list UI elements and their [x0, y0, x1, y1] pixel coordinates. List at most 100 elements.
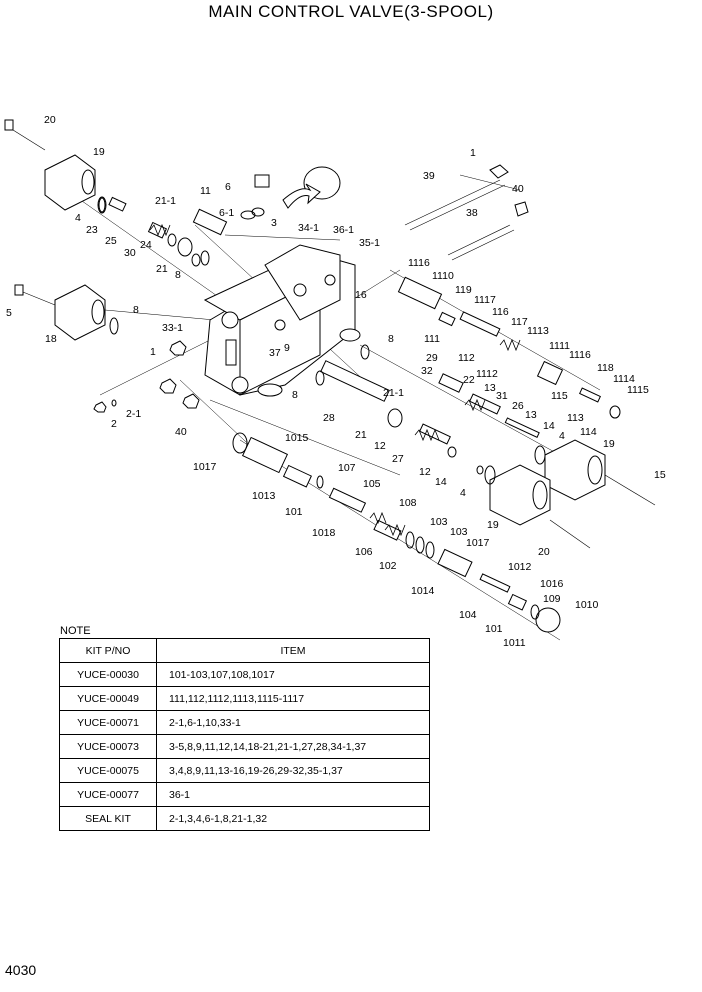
callout: 101	[285, 506, 303, 518]
callout: 6	[225, 181, 231, 193]
callout: 14	[435, 476, 447, 488]
items-cell: 3,4,8,9,11,13-16,19-26,29-32,35-1,37	[156, 758, 430, 783]
items-cell: 36-1	[156, 782, 430, 807]
callout: 1017	[193, 461, 217, 473]
callout: 1114	[613, 373, 635, 385]
callout: 1113	[527, 325, 549, 337]
callout: 31	[496, 390, 508, 402]
callout: 37	[269, 347, 281, 359]
callout: 18	[45, 333, 57, 345]
callout: 25	[105, 235, 117, 247]
callout: 20	[538, 546, 550, 558]
callout: 30	[124, 247, 136, 259]
cap-right-upper	[544, 439, 656, 506]
callout: 114	[580, 426, 597, 438]
callout: 113	[567, 412, 584, 424]
callout: 8	[175, 269, 181, 281]
callout: 1012	[508, 561, 532, 573]
spool-parts	[98, 174, 621, 633]
callout: 1018	[312, 527, 336, 539]
kit-table: KIT P/NO ITEM YUCE-00030 101-103,107,108…	[59, 638, 430, 831]
callout: 35-1	[359, 237, 380, 249]
callout: 21-1	[383, 387, 404, 399]
cap-upper-left	[4, 119, 96, 211]
valve-body	[203, 244, 361, 397]
callout: 1014	[411, 585, 435, 597]
table-row: YUCE-00075 3,4,8,9,11,13-16,19-26,29-32,…	[59, 758, 430, 783]
kit-cell: YUCE-00049	[59, 686, 157, 711]
callout: 1111	[549, 340, 570, 352]
callout: 109	[543, 593, 561, 605]
callout: 115	[551, 390, 568, 402]
callout: 1117	[474, 294, 496, 306]
page-number: 4030	[5, 962, 37, 978]
callout: 1017	[466, 537, 490, 549]
callout: 102	[379, 560, 397, 572]
table-row: YUCE-00049 111,112,1112,1113,1115-1117	[59, 686, 430, 711]
table-row: YUCE-00073 3-5,8,9,11,12,14,18-21,21-1,2…	[59, 734, 430, 759]
callout: 119	[455, 284, 472, 296]
callout: 15	[654, 469, 666, 481]
callout: 1010	[575, 599, 599, 611]
callout: 21-1	[155, 195, 176, 207]
callout: 108	[399, 497, 417, 509]
callout: 24	[140, 239, 152, 251]
table-header-row: KIT P/NO ITEM	[59, 638, 430, 663]
callout: 1115	[627, 384, 649, 396]
callout: 104	[459, 609, 477, 621]
cap-lower-left	[14, 284, 106, 341]
callout: 40	[175, 426, 187, 438]
kit-cell: YUCE-00075	[59, 758, 157, 783]
callout: 4	[75, 212, 81, 224]
callout: 3	[271, 217, 277, 229]
callout: 16	[355, 289, 367, 301]
callout: 117	[511, 316, 528, 328]
callout: 39	[423, 170, 435, 182]
callout: 6-1	[219, 207, 234, 219]
callout: 13	[484, 382, 496, 394]
callout: 112	[458, 352, 475, 364]
callout: 1	[470, 147, 476, 159]
kit-cell: YUCE-00077	[59, 782, 157, 807]
callout: 106	[355, 546, 373, 558]
kit-cell: YUCE-00071	[59, 710, 157, 735]
callout: 8	[292, 389, 298, 401]
callout: 38	[466, 207, 478, 219]
callout: 107	[338, 462, 356, 474]
callout: 1116	[569, 349, 591, 361]
callout: 1013	[252, 490, 276, 502]
callout: 40	[512, 183, 524, 195]
callout: 22	[463, 374, 475, 386]
callout: 12	[419, 466, 431, 478]
table-row: YUCE-00071 2-1,6-1,10,33-1	[59, 710, 430, 735]
callout: 4	[559, 430, 565, 442]
callout: 19	[487, 519, 499, 531]
callout: 20	[44, 114, 56, 126]
callout: 103	[450, 526, 468, 538]
arrow-icon	[282, 183, 321, 209]
nuts	[93, 340, 200, 413]
callout: 5	[6, 307, 12, 319]
callout: 36-1	[333, 224, 354, 236]
callout: 9	[284, 342, 290, 354]
callout: 14	[543, 420, 555, 432]
callout: 19	[93, 146, 105, 158]
tie-bolts	[404, 164, 529, 261]
items-cell: 2-1,6-1,10,33-1	[156, 710, 430, 735]
callout: 118	[597, 362, 614, 374]
callout: 13	[525, 409, 537, 421]
callout: 1016	[540, 578, 564, 590]
callout: 116	[492, 306, 509, 318]
column-header-kit: KIT P/NO	[59, 638, 157, 663]
callout: 27	[392, 453, 404, 465]
callout: 1116	[408, 257, 430, 269]
table-row: YUCE-00077 36-1	[59, 782, 430, 807]
callout: 21	[355, 429, 367, 441]
cap-right-lower	[489, 464, 591, 549]
callout: 4	[460, 487, 466, 499]
items-cell: 101-103,107,108,1017	[156, 662, 430, 687]
kit-cell: YUCE-00030	[59, 662, 157, 687]
items-cell: 111,112,1112,1113,1115-1117	[156, 686, 430, 711]
callout: 105	[363, 478, 381, 490]
